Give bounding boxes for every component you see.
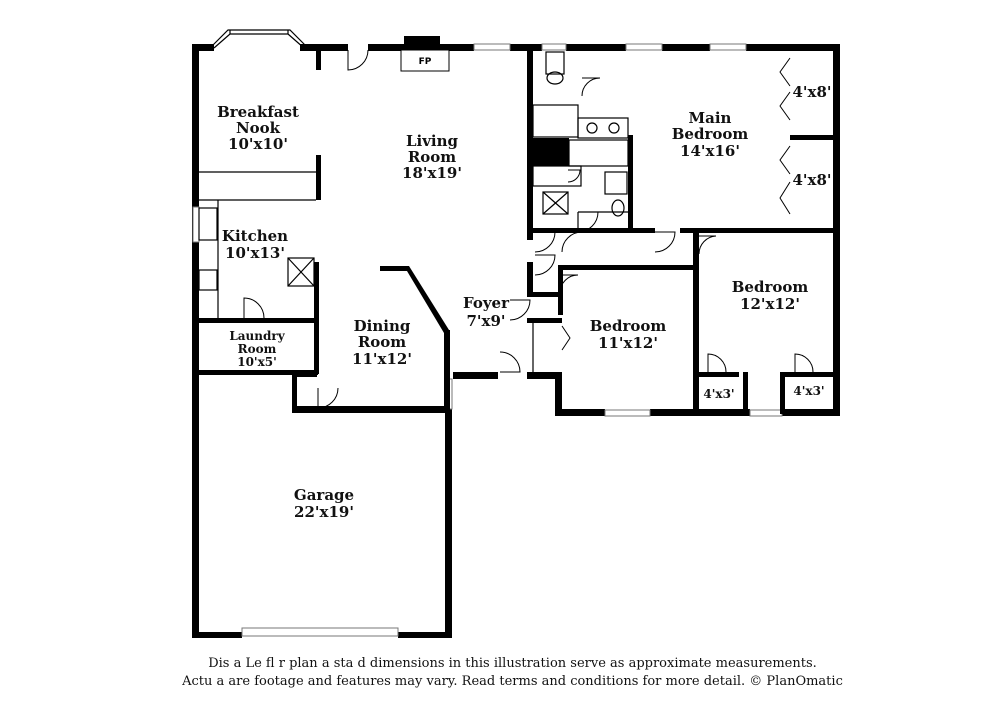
kitchen-dims: 10'x13' (225, 244, 285, 262)
dining-room-name-2: Room (358, 333, 406, 351)
fixtures (198, 51, 791, 372)
disclaimer-line-2: Actu a are footage and features may vary… (182, 674, 843, 689)
bedroom-2-dims: 11'x12' (598, 334, 658, 352)
living-room-name-1: Living (406, 132, 459, 150)
bed3-closet-left-dims: 4'x3' (703, 387, 734, 401)
bedroom-3-name: Bedroom (732, 278, 809, 296)
fireplace-label: FP (419, 57, 432, 67)
outer-walls (192, 36, 840, 638)
foyer-name: Foyer (463, 294, 510, 312)
bed3-closet-right-dims: 4'x3' (793, 384, 824, 398)
dining-room-dims: 11'x12' (352, 350, 412, 368)
main-bedroom-name-2: Bedroom (672, 125, 749, 143)
main-closet-2-dims: 4'x8' (792, 171, 831, 189)
bedroom-3-dims: 12'x12' (740, 295, 800, 313)
disclaimer-line-1: Dis a Le fl r plan a sta d dimensions in… (208, 656, 817, 671)
kitchen-name: Kitchen (222, 227, 288, 245)
foyer-dims: 7'x9' (466, 312, 505, 330)
bedroom-2-name: Bedroom (590, 317, 667, 335)
main-bedroom-dims: 14'x16' (680, 142, 740, 160)
fireplace: FP (400, 49, 450, 72)
bay-window (209, 29, 309, 49)
breakfast-nook-dims: 10'x10' (228, 135, 288, 153)
breakfast-nook-name-2: Nook (236, 119, 281, 137)
laundry-room-name-1: Laundry (229, 329, 285, 343)
disclaimer: Dis a Le fl r plan a sta d dimensions in… (0, 655, 1000, 691)
windows (192, 43, 783, 637)
main-closet-1-dims: 4'x8' (792, 83, 831, 101)
room-labels: Breakfast Nook 10'x10' Living Room 18'x1… (217, 83, 831, 521)
living-room-dims: 18'x19' (402, 164, 462, 182)
garage-dims: 22'x19' (294, 503, 354, 521)
dining-room-name-1: Dining (354, 317, 411, 335)
breakfast-nook-name-1: Breakfast (217, 103, 299, 121)
main-bedroom-name-1: Main (689, 109, 732, 127)
laundry-room-dims: 10'x5' (237, 355, 277, 369)
garage-name: Garage (294, 486, 354, 504)
doors (243, 49, 814, 409)
living-room-name-2: Room (408, 148, 456, 166)
laundry-room-name-2: Room (238, 342, 277, 356)
